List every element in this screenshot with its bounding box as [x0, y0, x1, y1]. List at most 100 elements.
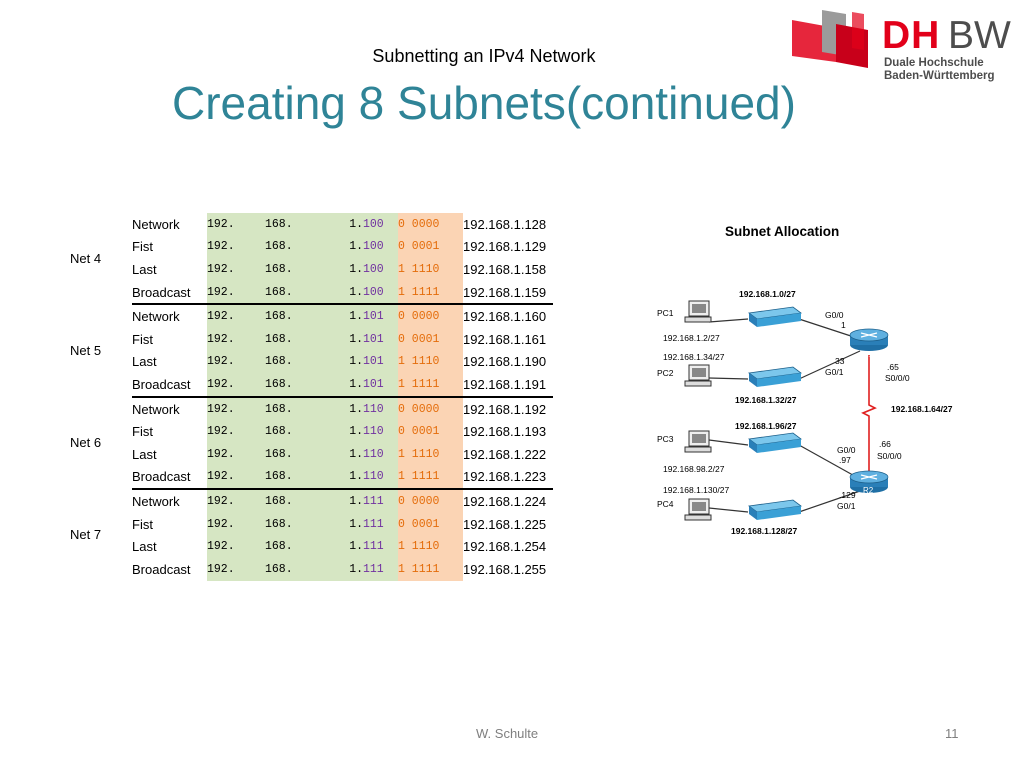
dotted-decimal-address: 192.168.1.129 — [463, 239, 547, 255]
subnet-role: Network — [132, 216, 180, 232]
r1-g01-label: G0/1 — [825, 367, 844, 377]
octet-2: 168. — [265, 557, 323, 581]
lan2-network-label: 192.168.1.32/27 — [735, 395, 797, 405]
dhbw-logo: DH BW Duale Hochschule Baden-Württemberg — [786, 6, 1012, 86]
host-bits: 1 1110 — [398, 535, 463, 558]
host-bits: 0 0000 — [398, 395, 463, 421]
subnet-role: Last — [132, 354, 157, 370]
subnet-role: Fist — [132, 424, 153, 440]
lan1-network-label: 192.168.1.0/27 — [739, 289, 796, 299]
r1-g00-label: G0/0 — [825, 310, 844, 320]
octet-3: 1. — [323, 373, 363, 397]
subnet-role: Last — [132, 446, 157, 462]
octet-2: 168. — [265, 442, 323, 466]
octet-4-subnet-bits: 101 — [363, 303, 398, 328]
subnet-role: Broadcast — [132, 469, 191, 485]
lan4-network-label: 192.168.1.128/27 — [731, 526, 797, 536]
octet-4-subnet-bits: 100 — [363, 258, 398, 281]
octet-3: 1. — [323, 535, 363, 558]
r2-g00-ip: .97 — [839, 455, 851, 465]
octet-2: 168. — [265, 373, 323, 397]
octet-4-subnet-bits: 110 — [363, 395, 398, 421]
octet-4-subnet-bits: 100 — [363, 280, 398, 305]
octet-3: 1. — [323, 213, 363, 236]
octet-2: 168. — [265, 258, 323, 281]
dotted-decimal-address: 192.168.1.161 — [463, 331, 547, 347]
router-r2-icon — [849, 470, 889, 493]
router-r2-label: R2 — [863, 486, 874, 495]
octet-3: 1. — [323, 395, 363, 421]
octet-1: 192. — [207, 327, 265, 351]
octet-2: 168. — [265, 488, 323, 513]
dotted-decimal-address: 192.168.1.222 — [463, 446, 547, 462]
r1-g01-ip: 33 — [835, 356, 845, 366]
dotted-decimal-address: 192.168.1.158 — [463, 261, 547, 277]
diagram-title: Subnet Allocation — [725, 224, 839, 239]
octet-1: 192. — [207, 395, 265, 421]
dotted-decimal-address: 192.168.1.255 — [463, 561, 547, 577]
switch-lan4-icon — [747, 499, 803, 520]
host-bits: 1 1111 — [398, 557, 463, 581]
octet-1: 192. — [207, 488, 265, 513]
subnet-role: Broadcast — [132, 376, 191, 392]
subnet-role: Fist — [132, 331, 153, 347]
subnet-role: Last — [132, 261, 157, 277]
octet-1: 192. — [207, 373, 265, 397]
r1-serial-ip: .65 — [887, 362, 899, 372]
subnet-role: Last — [132, 539, 157, 555]
r2-g00-label: G0/0 — [837, 445, 856, 455]
host-bits: 0 0001 — [398, 512, 463, 536]
lan3-network-label: 192.168.1.96/27 — [735, 421, 797, 431]
octet-1: 192. — [207, 512, 265, 536]
logo-subtitle-line1: Duale Hochschule — [884, 57, 984, 69]
host-bits: 1 1111 — [398, 280, 463, 305]
dotted-decimal-address: 192.168.1.128 — [463, 216, 547, 232]
subnet-role: Network — [132, 488, 207, 513]
octet-2: 168. — [265, 512, 323, 536]
pc3-name: PC3 — [657, 434, 674, 444]
r2-g01-ip: .129 — [839, 490, 856, 500]
octet-3: 1. — [323, 420, 363, 443]
switch-lan2-icon — [747, 366, 803, 387]
logo-dh-text: DH — [882, 14, 941, 57]
footer-page-number: 11 — [945, 726, 959, 741]
octet-2: 168. — [265, 213, 323, 236]
dotted-decimal-address: 192.168.1.191 — [463, 376, 547, 392]
slide-supertitle: Subnetting an IPv4 Network — [372, 46, 596, 66]
octet-1: 192. — [207, 535, 265, 558]
octet-3: 1. — [323, 350, 363, 374]
switch-lan3-icon — [747, 432, 803, 453]
octet-1: 192. — [207, 557, 265, 581]
octet-3: 1. — [323, 512, 363, 536]
octet-3: 1. — [323, 258, 363, 281]
subnet-role: Broadcast — [132, 284, 191, 300]
host-bits: 1 1110 — [398, 258, 463, 281]
host-bits: 1 1111 — [398, 373, 463, 397]
octet-3: 1. — [323, 488, 363, 513]
dotted-decimal-address: 192.168.1.193 — [463, 424, 547, 440]
subnet-role: Network — [132, 395, 207, 421]
subnet-role: Fist — [132, 516, 153, 532]
r2-g01-label: G0/1 — [837, 501, 856, 511]
octet-3: 1. — [323, 465, 363, 490]
wan-network-label: 192.168.1.64/27 — [891, 404, 953, 414]
octet-2: 168. — [265, 350, 323, 374]
dotted-decimal-address: 192.168.1.192 — [463, 395, 553, 421]
octet-4-subnet-bits: 101 — [363, 350, 398, 374]
pc2-name: PC2 — [657, 368, 674, 378]
logo-bw-text: BW — [948, 14, 1011, 57]
switch-lan1-icon — [747, 306, 803, 327]
pc2-ip: 192.168.1.34/27 — [663, 352, 725, 362]
octet-4-subnet-bits: 100 — [363, 235, 398, 259]
